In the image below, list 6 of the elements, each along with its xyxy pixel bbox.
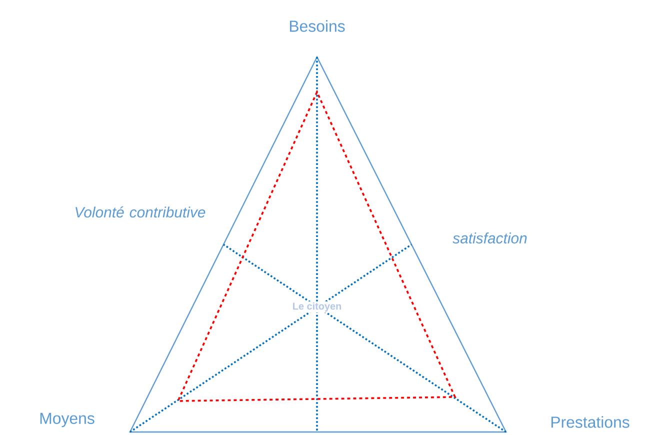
vertex-label: Moyens <box>40 412 94 428</box>
vertex-label: Prestations <box>551 416 630 428</box>
center-label: Le citoyen <box>291 301 343 313</box>
axis-label: satisfaction <box>452 232 527 244</box>
axis-label: Volonté contributive <box>76 206 206 218</box>
vertex-label: Besoins <box>290 20 345 32</box>
